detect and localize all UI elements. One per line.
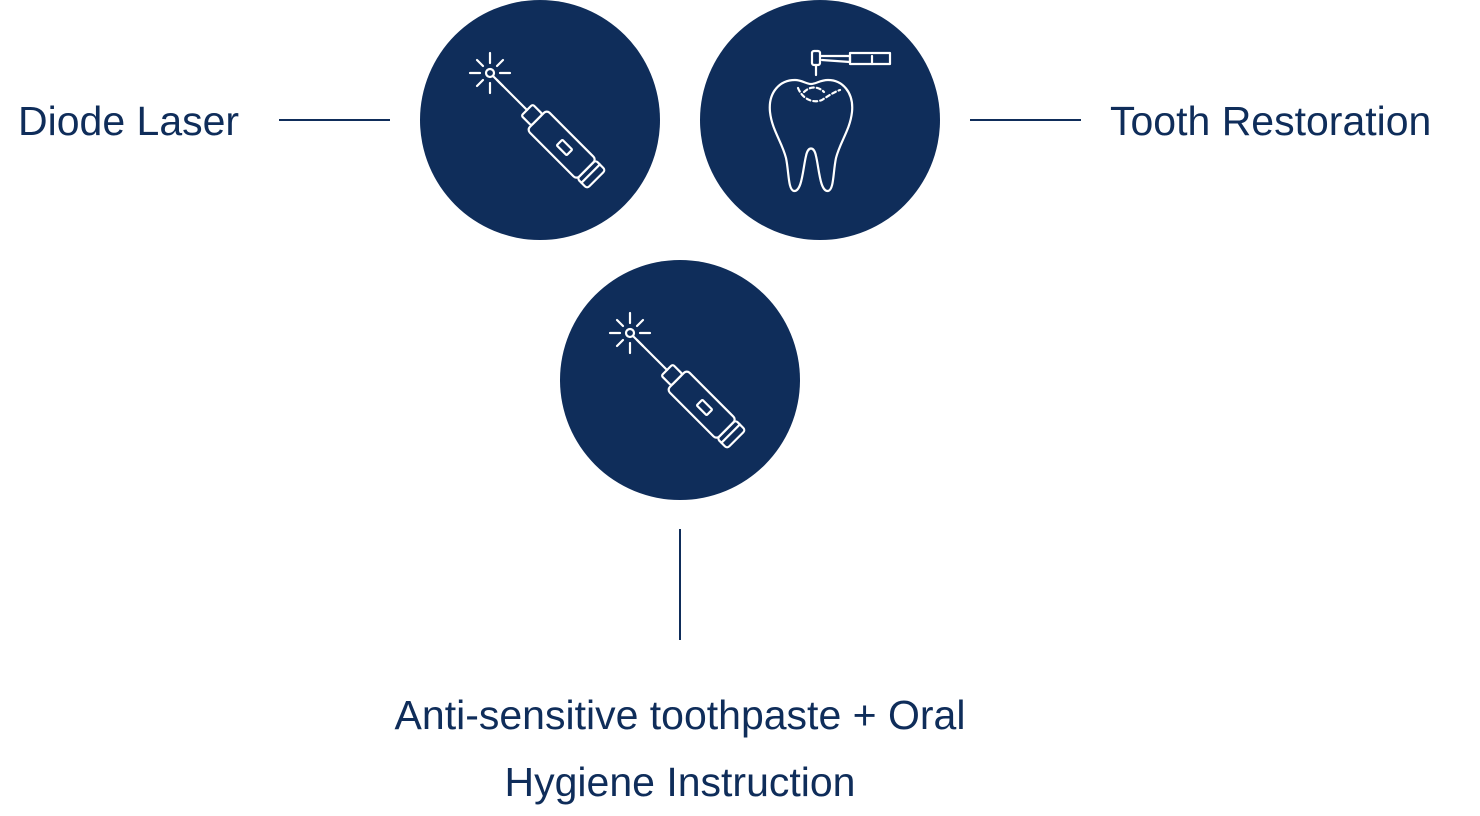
hygiene-instruction-connector <box>679 529 681 640</box>
tooth-restoration-node <box>700 0 940 240</box>
hygiene-instruction-node <box>560 260 800 500</box>
hygiene-instruction-label-line-2: Hygiene Instruction <box>504 759 856 805</box>
tooth-drill-icon <box>768 49 892 193</box>
diode-laser-node <box>420 0 660 240</box>
diode-laser-label: Diode Laser <box>18 98 240 144</box>
laser-pen-icon <box>608 311 746 449</box>
tooth-restoration-label: Tooth Restoration <box>1110 98 1432 144</box>
hygiene-instruction-label-line-1: Anti-sensitive toothpaste + Oral <box>394 692 966 738</box>
laser-pen-icon <box>468 51 606 189</box>
hygiene-instruction-label: Anti-sensitive toothpaste + Oral Hygiene… <box>340 682 1020 816</box>
diode-laser-connector <box>279 119 390 121</box>
tooth-restoration-connector <box>970 119 1081 121</box>
